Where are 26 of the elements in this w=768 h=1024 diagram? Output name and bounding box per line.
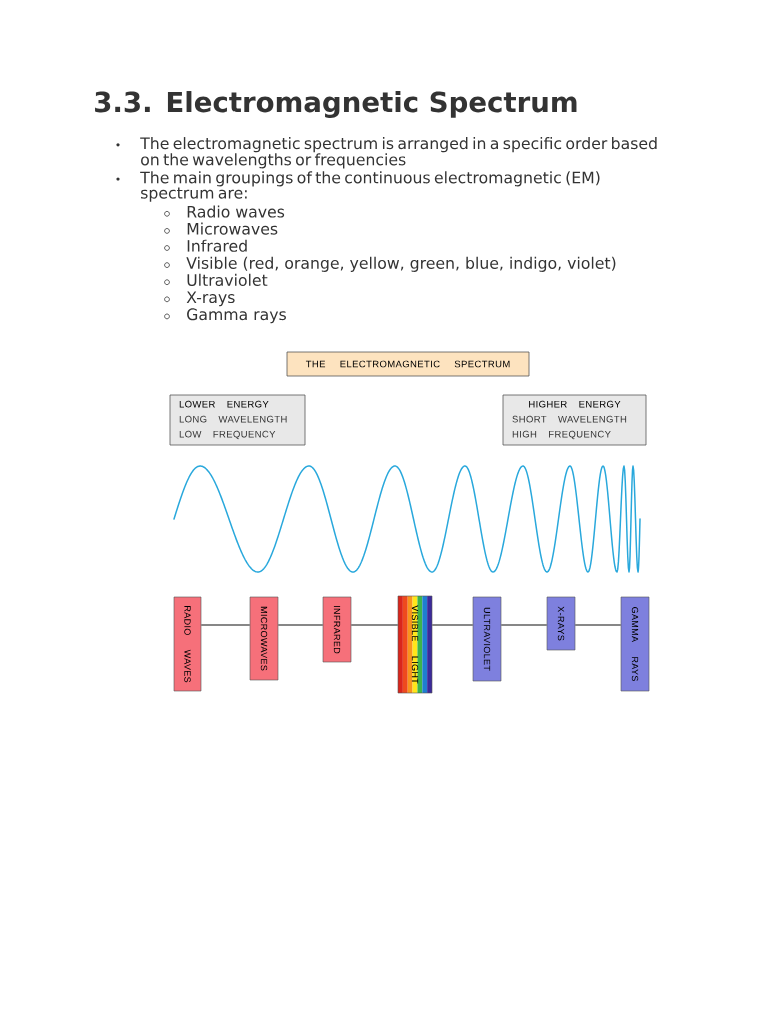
connector-line <box>350 624 399 626</box>
spectrum-box: GAMMA RAYS <box>620 596 650 692</box>
info-box: HIGHER ENERGY SHORT WAVELENGTH HIGH FREQUENCY <box>502 394 647 446</box>
spectrum-box: INFRARED <box>322 596 352 663</box>
heading: 3.3. Electromagnetic Spectrum <box>95 91 577 118</box>
bullet-text: The main groupings of the continuous electromagnetic (EM) spectrum are: <box>140 171 600 202</box>
connector-line <box>574 624 622 626</box>
list-item: X-rays <box>186 291 235 307</box>
spectrum-box: X-RAYS <box>546 596 576 651</box>
list-item: Gamma rays <box>187 308 286 324</box>
spectrum-box: VISIBLE LIGHT <box>397 595 433 694</box>
connector-line <box>500 624 548 626</box>
connector-line <box>431 624 474 626</box>
list-item: Radio waves <box>187 205 285 218</box>
list-item: Ultraviolet <box>187 273 268 286</box>
bullet-text: The electromagnetic spectrum is arranged in a specific order based on the wavelengths or frequencies <box>140 137 657 169</box>
list-item: Visible (red, orange, yellow, green, blue, indigo, violet) <box>186 256 616 272</box>
spectrum-box: RADIO WAVES <box>173 596 202 692</box>
spectrum-box: MICROWAVES <box>249 596 279 681</box>
list-item: Microwaves <box>187 222 278 235</box>
title-banner: THE ELECTROMAGNETIC SPECTRUM <box>286 351 530 377</box>
info-box: LOWER ENERGY LONG WAVELENGTH LOW FREQUENCY <box>169 394 306 446</box>
connector-line <box>277 624 324 626</box>
spectrum-box: ULTRAVIOLET <box>472 596 502 682</box>
list-item: Infrared <box>187 239 247 252</box>
connector-line <box>200 624 251 626</box>
